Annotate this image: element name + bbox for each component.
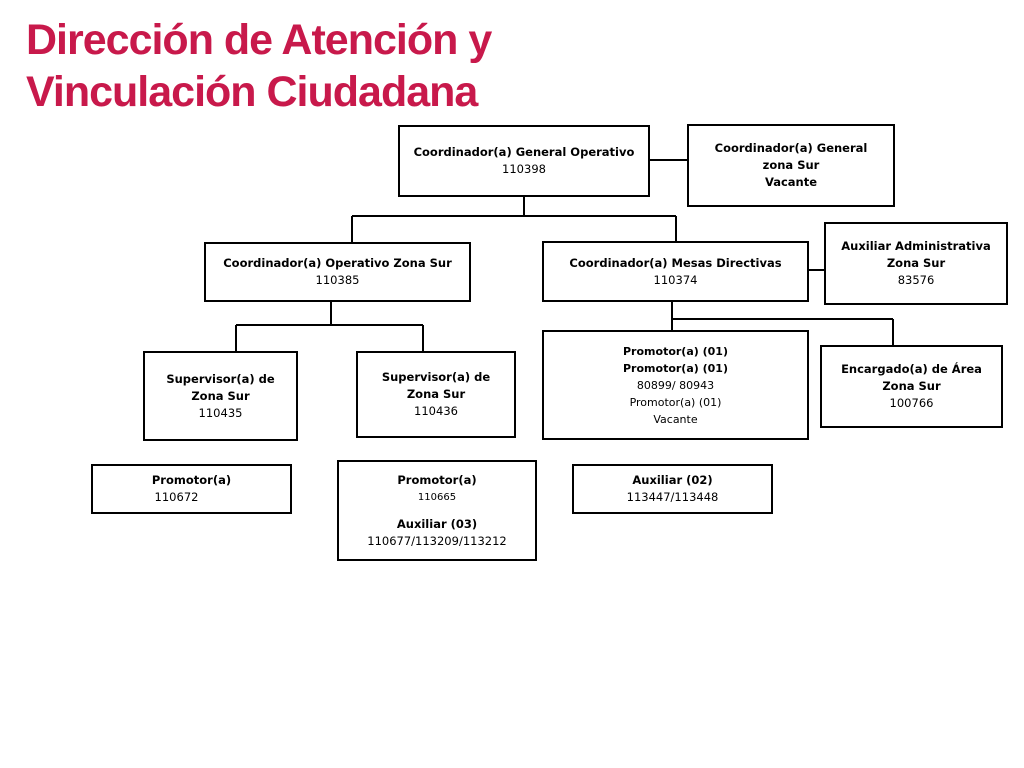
position-code: 83576 bbox=[897, 273, 935, 287]
position-title: Coordinador(a) General bbox=[714, 141, 868, 155]
position-status: Vacante bbox=[764, 175, 818, 189]
position-code: 110672 bbox=[154, 490, 199, 504]
position-title: Auxiliar Administrativa bbox=[841, 239, 991, 253]
title-line-1: Dirección de Atención y bbox=[26, 16, 492, 64]
org-box-promotores-mesas: Promotor(a) (01) Promotor(a) (01) 80899/… bbox=[542, 330, 809, 440]
position-code: 110665 bbox=[417, 491, 457, 503]
position-status: Vacante bbox=[653, 412, 698, 426]
auxiliary-title: Auxiliar (03) bbox=[396, 516, 478, 531]
position-zone: zona Sur bbox=[762, 158, 820, 172]
position-zone: Zona Sur bbox=[406, 387, 466, 401]
page-title: Dirección de Atención y Vinculación Ciud… bbox=[26, 14, 666, 118]
org-box-promotor-1: Promotor(a) 110672 bbox=[91, 464, 292, 514]
org-box-auxiliar-administrativa: Auxiliar Administrativa Zona Sur 83576 bbox=[824, 222, 1008, 305]
position-title: Promotor(a) bbox=[151, 473, 232, 487]
org-box-promotor-auxiliar: Promotor(a) 110665 Auxiliar (03) 110677/… bbox=[337, 460, 537, 561]
position-zone: Zona Sur bbox=[191, 388, 250, 403]
position-title: Promotor(a) (01) bbox=[629, 395, 722, 409]
org-box-general-zona-sur: Coordinador(a) General zona Sur Vacante bbox=[687, 124, 895, 207]
position-title: Coordinador(a) Mesas Directivas bbox=[569, 255, 782, 270]
position-code: 113447/113448 bbox=[626, 490, 719, 504]
position-title: Coordinador(a) General Operativo bbox=[413, 145, 635, 159]
position-title: Encargado(a) de Área bbox=[841, 362, 982, 376]
org-box-supervisor-1: Supervisor(a) de Zona Sur 110435 bbox=[143, 351, 298, 441]
org-box-general-operativo: Coordinador(a) General Operativo 110398 bbox=[398, 125, 650, 197]
position-zone: Zona Sur bbox=[882, 379, 941, 393]
position-title: Promotor(a) bbox=[397, 472, 477, 487]
position-title: Supervisor(a) de bbox=[381, 370, 491, 384]
position-code: 110374 bbox=[653, 272, 698, 287]
position-title: Auxiliar (02) bbox=[632, 473, 713, 487]
position-title: Coordinador(a) Operativo Zona Sur bbox=[223, 256, 452, 270]
position-code: 110385 bbox=[315, 273, 360, 287]
org-box-operativo-zona-sur: Coordinador(a) Operativo Zona Sur 110385 bbox=[204, 242, 471, 302]
org-box-supervisor-2: Supervisor(a) de Zona Sur 110436 bbox=[356, 351, 516, 438]
position-code: 80899/ 80943 bbox=[636, 378, 715, 392]
org-box-auxiliar-02: Auxiliar (02) 113447/113448 bbox=[572, 464, 773, 514]
position-code: 110435 bbox=[198, 405, 243, 420]
position-title: Promotor(a) (01) bbox=[623, 344, 728, 358]
position-title: Promotor(a) (01) bbox=[623, 361, 728, 375]
position-title: Supervisor(a) de bbox=[166, 371, 275, 386]
auxiliary-codes: 110677/113209/113212 bbox=[367, 533, 507, 548]
position-code: 110436 bbox=[414, 404, 458, 418]
title-line-2: Vinculación Ciudadana bbox=[26, 68, 478, 116]
org-box-mesas-directivas: Coordinador(a) Mesas Directivas 110374 bbox=[542, 241, 809, 302]
position-code: 100766 bbox=[889, 396, 934, 410]
org-box-encargado-area: Encargado(a) de Área Zona Sur 100766 bbox=[820, 345, 1003, 428]
position-zone: Zona Sur bbox=[886, 256, 946, 270]
position-code: 110398 bbox=[502, 162, 546, 176]
